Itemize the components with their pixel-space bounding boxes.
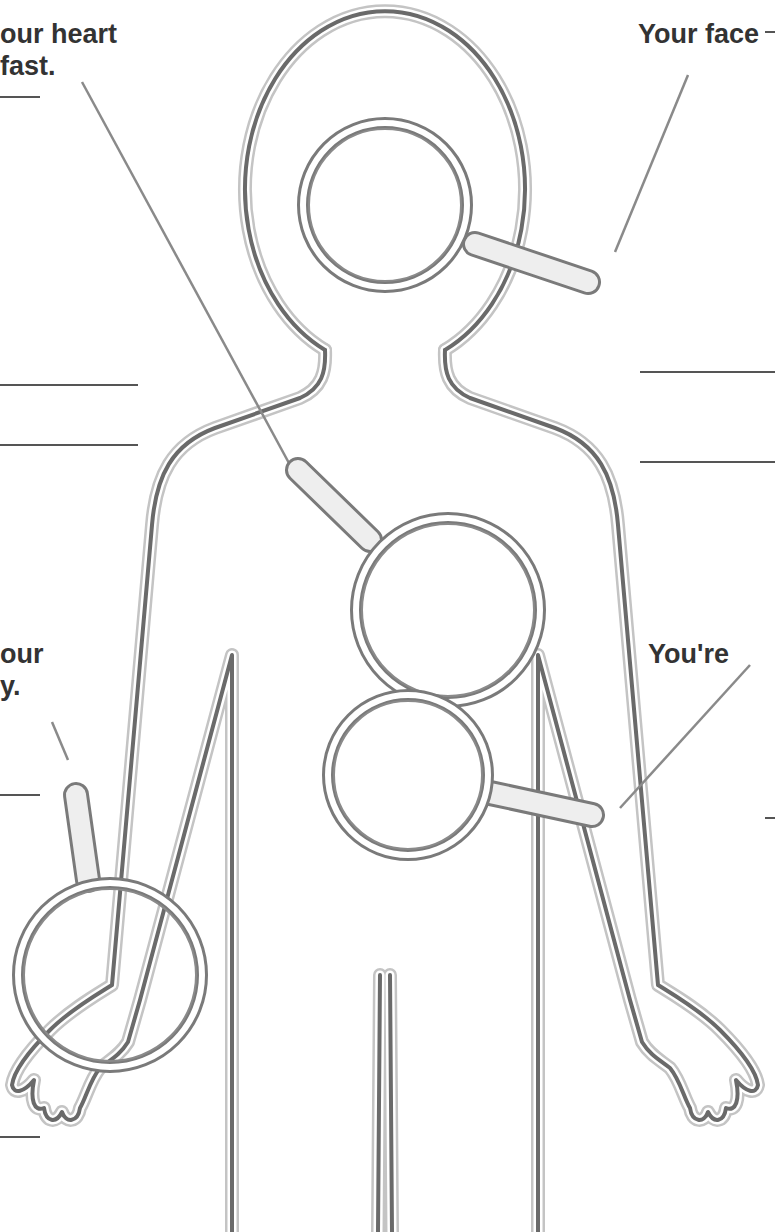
writing-lines	[0, 32, 775, 1137]
callout-text: our y.	[0, 638, 62, 702]
callout-text: Your face	[638, 18, 775, 50]
magnifier-heart	[298, 470, 540, 702]
magnifier-hand	[18, 795, 202, 1067]
magnifier-face	[303, 123, 588, 287]
callout-text: our heart fast.	[0, 18, 140, 82]
magnifier-stomach	[328, 695, 592, 855]
callout-text: You're	[648, 638, 775, 670]
body-outline	[12, 11, 758, 1232]
